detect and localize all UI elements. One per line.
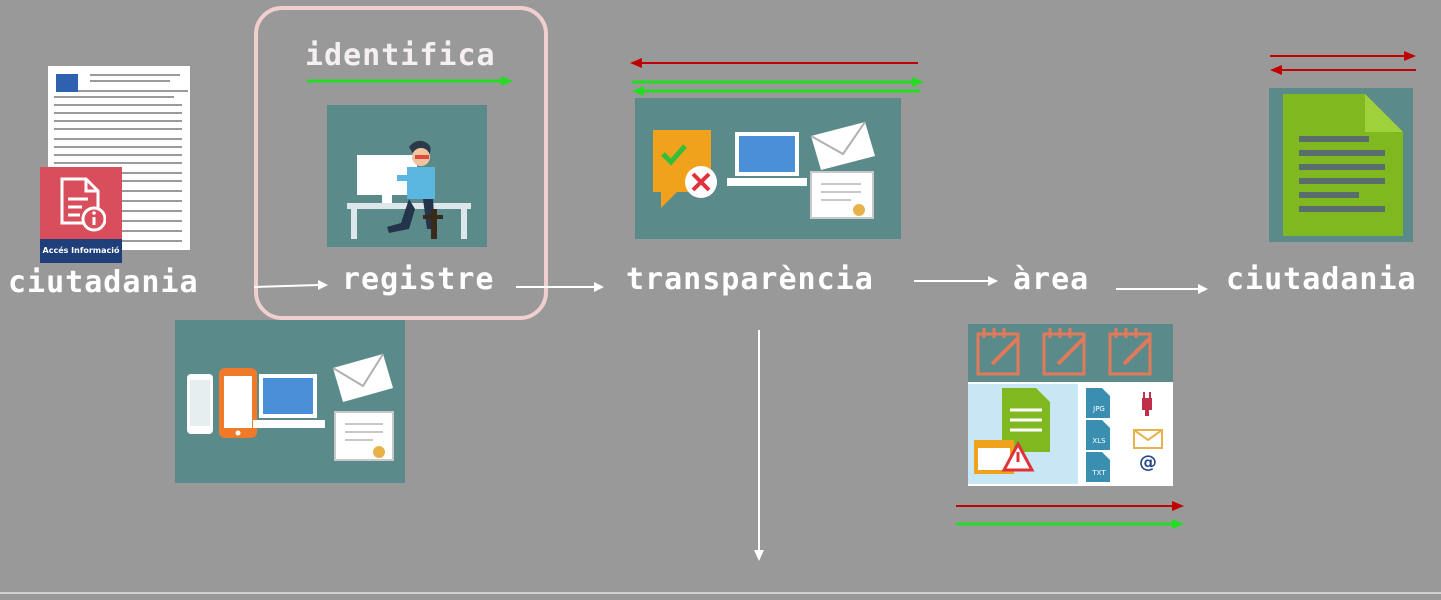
envelope-icon	[1133, 429, 1163, 449]
flow-arrows	[253, 276, 1208, 294]
arrow-ciutadania-registre	[253, 280, 328, 290]
notepad-edit-icon	[1042, 328, 1086, 376]
svg-text:JPG: JPG	[1092, 405, 1105, 413]
at-icon: @	[1139, 452, 1157, 473]
ciutadania-left-label: ciutadania	[8, 265, 199, 300]
green-document-icon	[1283, 94, 1403, 236]
registre-label: registre	[342, 262, 495, 297]
phone-icon	[187, 374, 213, 434]
bottom-divider	[0, 592, 1441, 594]
certificate-icon	[334, 411, 394, 461]
certificate-icon	[810, 171, 874, 219]
usb-icon	[1142, 392, 1152, 416]
registre-highlight-frame	[254, 6, 548, 320]
ciutadania-right-label: ciutadania	[1226, 262, 1417, 297]
txt-file-icon: TXT	[1086, 452, 1110, 482]
ciutadania-arrows	[1270, 51, 1416, 75]
green-document-icon	[1002, 388, 1050, 452]
warning-icon	[1001, 440, 1035, 472]
transparencia-panel	[635, 98, 901, 239]
xls-file-icon: XLS	[1086, 420, 1110, 450]
devices-panel	[175, 320, 405, 483]
notepad-edit-icon	[1108, 328, 1152, 376]
svg-text:XLS: XLS	[1092, 437, 1106, 445]
transparencia-label: transparència	[626, 262, 874, 297]
envelope-icon	[332, 353, 393, 402]
green-document-panel	[1269, 88, 1413, 242]
notepad-strip	[968, 324, 1173, 382]
svg-text:@: @	[1139, 452, 1157, 473]
identifica-label: identifica	[305, 38, 496, 73]
svg-text:TXT: TXT	[1091, 469, 1106, 477]
approve-reject-bubble-icon	[653, 130, 717, 208]
desk-worker-icon	[347, 140, 471, 239]
arrow-area-ciutadania	[1116, 284, 1208, 294]
area-arrows	[956, 501, 1184, 529]
transparencia-arrows	[630, 58, 924, 96]
envelope-icon	[810, 121, 875, 170]
laptop-icon	[727, 132, 807, 186]
desk-worker-panel	[327, 105, 487, 247]
arrow-registre-transparencia	[516, 282, 604, 292]
area-label: àrea	[1013, 262, 1090, 297]
tablet-icon	[219, 368, 257, 438]
badge-caption: Accés Informació	[40, 239, 122, 263]
notepad-edit-icon	[976, 328, 1020, 376]
area-panel: JPG XLS TXT @	[968, 324, 1173, 486]
arrow-down	[754, 330, 764, 561]
info-document-icon: Accés Informació	[40, 167, 122, 263]
arrow-transparencia-area	[914, 276, 998, 286]
jpg-file-icon: JPG	[1086, 388, 1110, 418]
identifica-green-arrow	[307, 76, 513, 86]
laptop-icon	[253, 374, 325, 428]
form-logo	[56, 74, 78, 92]
